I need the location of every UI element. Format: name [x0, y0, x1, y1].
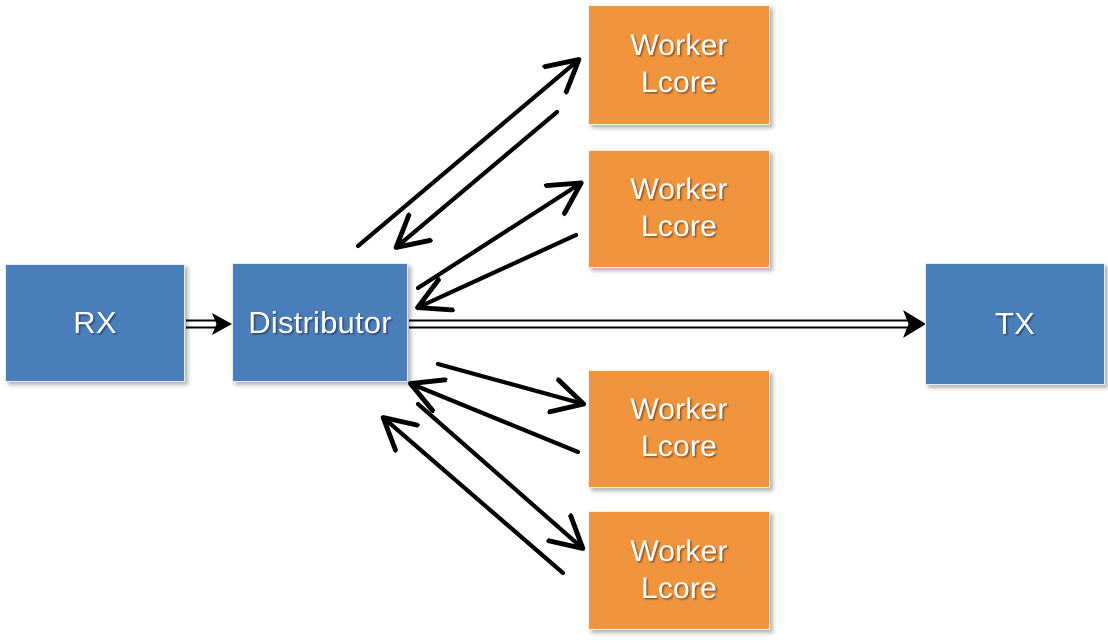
- node-worker-3-label-line2: Lcore: [640, 430, 718, 463]
- node-distributor[interactable]: Distributor: [232, 263, 408, 382]
- arrow-distributor-to-worker2: [415, 185, 578, 291]
- node-worker-lcore-1[interactable]: Worker Lcore: [588, 5, 770, 125]
- node-worker-4-label-line1: Worker: [630, 534, 728, 568]
- node-tx-label: TX: [994, 306, 1035, 342]
- arrow-distributor-to-tx: [409, 310, 926, 338]
- node-worker-lcore-2[interactable]: Worker Lcore: [588, 150, 770, 268]
- node-rx-label: RX: [73, 305, 117, 341]
- node-worker-lcore-3[interactable]: Worker Lcore: [588, 370, 770, 488]
- node-worker-lcore-4[interactable]: Worker Lcore: [588, 511, 770, 630]
- node-worker-1-label-line2: Lcore: [640, 66, 718, 99]
- arrow-worker3-to-distributor: [414, 385, 581, 455]
- node-worker-2-label-line2: Lcore: [640, 210, 718, 243]
- node-worker-3-label-line1: Worker: [630, 393, 728, 427]
- node-worker-4-label-line2: Lcore: [640, 571, 718, 605]
- arrow-worker2-to-distributor: [421, 232, 579, 306]
- node-worker-2-label-line1: Worker: [630, 173, 728, 207]
- arrow-distributor-to-worker1: [355, 62, 576, 249]
- node-worker-1-label-line1: Worker: [630, 29, 728, 63]
- arrow-worker1-to-distributor: [399, 109, 560, 245]
- node-rx[interactable]: RX: [5, 264, 185, 382]
- node-distributor-label: Distributor: [248, 304, 392, 340]
- arrow-distributor-to-worker3: [435, 361, 580, 403]
- arrow-worker4-to-distributor: [386, 420, 566, 576]
- arrow-distributor-to-worker4: [415, 401, 580, 546]
- arrow-rx-to-distributor: [186, 313, 232, 335]
- node-tx[interactable]: TX: [925, 263, 1105, 385]
